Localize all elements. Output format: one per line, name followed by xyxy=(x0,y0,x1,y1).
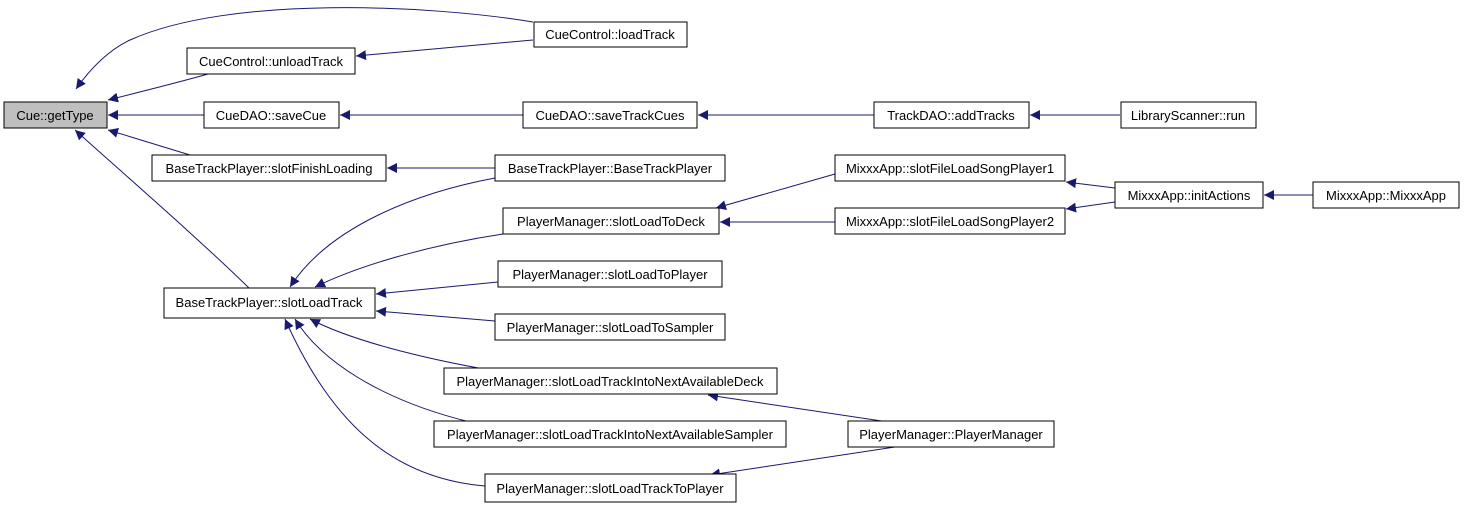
node-cuedao-savecue[interactable]: CueDAO::saveCue xyxy=(203,101,340,129)
edge-btp-slotfinishloading-to-cue-gettype xyxy=(107,128,191,156)
edge-playermanager-to-nextdeck xyxy=(707,391,896,424)
node-mixxx-mixxxapp[interactable]: MixxxApp::MixxxApp xyxy=(1312,181,1460,209)
node-label: MixxxApp::slotFileLoadSongPlayer1 xyxy=(846,161,1054,176)
node-label: PlayerManager::slotLoadTrackToPlayer xyxy=(496,481,724,496)
node-pm-nextdeck[interactable]: PlayerManager::slotLoadTrackIntoNextAvai… xyxy=(443,367,778,395)
edge-initactions-to-fileload1 xyxy=(1065,178,1116,189)
node-label: CueDAO::saveTrackCues xyxy=(535,108,685,123)
node-label: PlayerManager::slotLoadTrackIntoNextAvai… xyxy=(447,427,774,442)
node-label: MixxxApp::MixxxApp xyxy=(1326,188,1446,203)
edge-nextsampler-to-slotloadtrack xyxy=(294,318,471,423)
node-label: TrackDAO::addTracks xyxy=(887,108,1015,123)
edge-loadtodeck-to-slotloadtrack xyxy=(314,233,504,288)
edge-loadtracktoplayer-to-slotloadtrack xyxy=(284,318,486,487)
edge-playermanager-to-loadtracktoplayer xyxy=(709,446,896,479)
node-label: PlayerManager::slotLoadToPlayer xyxy=(512,267,708,282)
node-cuecontrol-loadtrack[interactable]: CueControl::loadTrack xyxy=(533,21,688,48)
node-mixxx-fileload1[interactable]: MixxxApp::slotFileLoadSongPlayer1 xyxy=(834,154,1066,182)
edge-btp-slotloadtrack-to-cue-gettype xyxy=(74,129,251,290)
edge-loadtoplayer-to-slotloadtrack xyxy=(375,281,499,298)
node-label: BaseTrackPlayer::BaseTrackPlayer xyxy=(508,161,713,176)
node-libraryscanner-run[interactable]: LibraryScanner::run xyxy=(1120,101,1257,129)
node-pm-slotloadtosampler[interactable]: PlayerManager::slotLoadToSampler xyxy=(494,313,726,341)
edges xyxy=(74,7,1313,487)
edge-cuecontrol-unloadtrack-to-cue-gettype xyxy=(107,73,209,103)
node-cue-gettype[interactable]: Cue::getType xyxy=(3,101,108,129)
node-pm-slotloadtoplayer[interactable]: PlayerManager::slotLoadToPlayer xyxy=(497,260,723,288)
node-pm-nextsampler[interactable]: PlayerManager::slotLoadTrackIntoNextAvai… xyxy=(433,420,787,448)
edge-initactions-to-fileload2 xyxy=(1065,201,1116,213)
edge-loadtosampler-to-slotloadtrack xyxy=(375,306,496,322)
node-label: Cue::getType xyxy=(16,108,93,123)
node-cuecontrol-unloadtrack[interactable]: CueControl::unloadTrack xyxy=(186,47,356,75)
node-label: BaseTrackPlayer::slotLoadTrack xyxy=(176,295,363,310)
node-label: PlayerManager::slotLoadToDeck xyxy=(517,214,705,229)
node-pm-slotloadtodeck[interactable]: PlayerManager::slotLoadToDeck xyxy=(502,207,720,235)
nodes: Cue::getType CueControl::loadTrack CueCo… xyxy=(3,21,1460,503)
node-mixxx-initactions[interactable]: MixxxApp::initActions xyxy=(1114,181,1264,209)
node-btp-basetrackplayer[interactable]: BaseTrackPlayer::BaseTrackPlayer xyxy=(494,154,726,182)
node-label: PlayerManager::PlayerManager xyxy=(859,427,1043,442)
edge-fileload1-to-loadtodeck xyxy=(715,173,836,211)
edge-nextdeck-to-slotloadtrack xyxy=(309,318,496,372)
node-btp-slotloadtrack[interactable]: BaseTrackPlayer::slotLoadTrack xyxy=(163,287,376,319)
node-label: PlayerManager::slotLoadToSampler xyxy=(507,320,714,335)
edge-basetrackplayer-to-slotloadtrack xyxy=(289,177,496,288)
node-pm-playermanager[interactable]: PlayerManager::PlayerManager xyxy=(847,420,1055,448)
node-cuedao-savetrackcues[interactable]: CueDAO::saveTrackCues xyxy=(522,101,698,129)
edge-cuecontrol-loadtrack-to-cue-gettype xyxy=(75,7,534,90)
node-label: BaseTrackPlayer::slotFinishLoading xyxy=(166,161,373,176)
node-btp-slotfinishloading[interactable]: BaseTrackPlayer::slotFinishLoading xyxy=(151,154,387,182)
node-label: LibraryScanner::run xyxy=(1131,108,1245,123)
node-label: CueControl::unloadTrack xyxy=(199,54,344,69)
edge-cuecontrol-loadtrack-to-unloadtrack xyxy=(355,39,534,61)
node-label: PlayerManager::slotLoadTrackIntoNextAvai… xyxy=(456,374,764,389)
node-trackdao-addtracks[interactable]: TrackDAO::addTracks xyxy=(873,101,1030,129)
node-label: MixxxApp::initActions xyxy=(1128,188,1251,203)
node-pm-loadtracktoplayer[interactable]: PlayerManager::slotLoadTrackToPlayer xyxy=(484,473,737,503)
node-label: CueDAO::saveCue xyxy=(216,108,327,123)
node-label: CueControl::loadTrack xyxy=(545,27,675,42)
node-label: MixxxApp::slotFileLoadSongPlayer2 xyxy=(846,214,1054,229)
node-mixxx-fileload2[interactable]: MixxxApp::slotFileLoadSongPlayer2 xyxy=(834,207,1066,235)
